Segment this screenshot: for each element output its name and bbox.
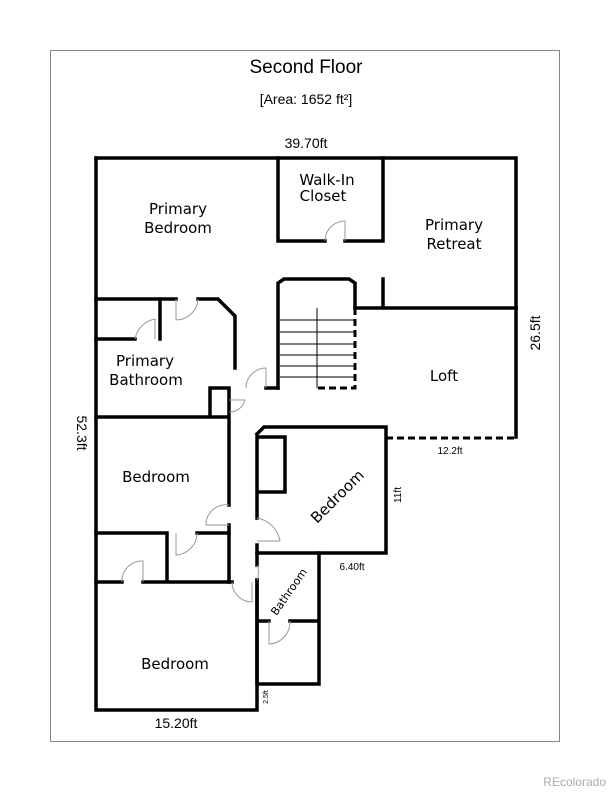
plan-frame	[50, 50, 560, 742]
door-swings	[121, 220, 346, 645]
stairs	[280, 308, 357, 390]
dimension-labels: 39.70ft 26.5ft 52.3ft 12.2ft 11ft 6.40ft…	[74, 135, 543, 731]
dim-bedroom-width: 6.40ft	[339, 562, 364, 573]
label-primary-bathroom-1: Primary	[116, 352, 174, 370]
label-primary-bathroom-2: Bathroom	[109, 371, 183, 389]
label-walk-in-closet-2: Closet	[300, 187, 347, 205]
dim-left-height: 52.3ft	[74, 415, 90, 450]
dim-loft-width: 12.2ft	[437, 446, 462, 457]
label-primary-bedroom-2: Bedroom	[144, 219, 212, 237]
floor-title: Second Floor	[249, 57, 363, 78]
room-labels: Walk-In Closet Primary Bedroom Primary R…	[109, 171, 483, 673]
dim-bottom-width: 15.20ft	[155, 715, 198, 731]
label-bedroom-1: Bedroom	[122, 468, 190, 486]
label-primary-retreat-1: Primary	[425, 216, 483, 234]
label-bedroom-2: Bedroom	[307, 466, 368, 527]
label-bedroom-3: Bedroom	[141, 655, 209, 673]
dim-top-width: 39.70ft	[285, 135, 328, 151]
watermark: REcolorado	[543, 775, 606, 789]
dim-small: 2.5ft	[263, 690, 270, 704]
label-primary-retreat-2: Retreat	[427, 235, 482, 253]
dim-right-height: 26.5ft	[527, 315, 543, 350]
label-primary-bedroom-1: Primary	[149, 200, 207, 218]
dim-bedroom-height: 11ft	[393, 487, 404, 503]
walls	[94, 156, 518, 712]
label-loft: Loft	[430, 367, 458, 385]
floor-area: [Area: 1652 ft²]	[259, 91, 353, 107]
label-bathroom: Bathroom	[268, 566, 310, 618]
label-walk-in-closet-1: Walk-In	[299, 171, 354, 189]
